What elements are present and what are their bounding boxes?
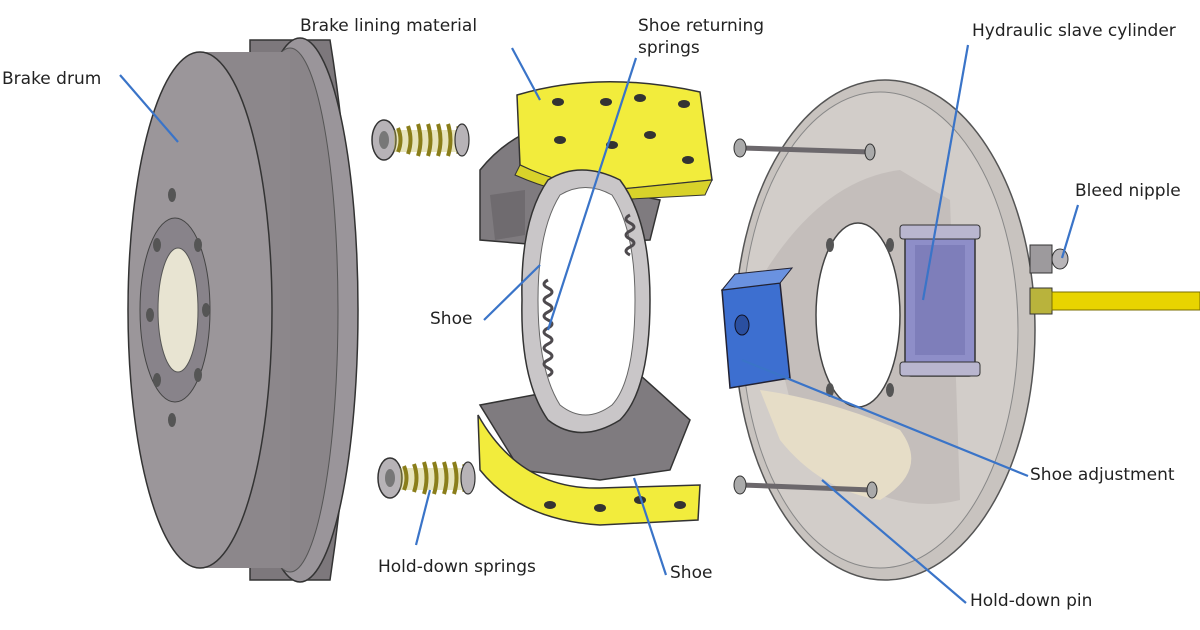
label-shoe-adjustment: Shoe adjustment xyxy=(1030,465,1175,485)
label-hold-down-springs: Hold-down springs xyxy=(378,557,536,577)
label-brake-lining-material: Brake lining material xyxy=(300,16,478,36)
label-shoe-returning-springs-line1: Shoe returning xyxy=(638,16,765,36)
shoe-adjuster xyxy=(720,267,794,389)
label-brake-drum: Brake drum xyxy=(2,69,102,89)
leader-bleed-nipple xyxy=(1060,204,1080,259)
hold-down-pin-top xyxy=(733,138,876,161)
hold-down-spring-top xyxy=(371,119,470,161)
leader-shoe-adjustment xyxy=(741,358,1029,478)
leader-hold-down-springs xyxy=(414,489,432,546)
brake-drum xyxy=(127,37,359,583)
label-bleed-nipple: Bleed nipple xyxy=(1075,181,1181,201)
hold-down-spring-bottom xyxy=(377,457,476,499)
leader-hydraulic-slave-cylinder xyxy=(921,44,970,301)
leader-brake-drum xyxy=(119,74,179,143)
leader-brake-lining xyxy=(511,47,541,101)
bleed-nipple xyxy=(1029,244,1069,274)
shoe-web xyxy=(521,169,651,434)
hold-down-pin-bottom xyxy=(733,475,878,499)
hydraulic-slave-cylinder xyxy=(899,224,981,377)
label-shoe-returning-springs-line2: springs xyxy=(638,38,700,58)
label-shoe-left: Shoe xyxy=(430,309,473,329)
leader-hold-down-pin xyxy=(821,479,967,604)
leader-shoe-left xyxy=(483,264,541,321)
label-hold-down-pin: Hold-down pin xyxy=(970,591,1093,611)
leader-lines xyxy=(119,44,1080,604)
label-shoe-bottom: Shoe xyxy=(670,563,713,583)
leader-shoe-bottom xyxy=(632,477,668,576)
label-hydraulic-slave-cylinder: Hydraulic slave cylinder xyxy=(972,21,1176,41)
leader-shoe-returning-springs xyxy=(546,57,638,331)
brake-pipe xyxy=(1029,287,1200,315)
